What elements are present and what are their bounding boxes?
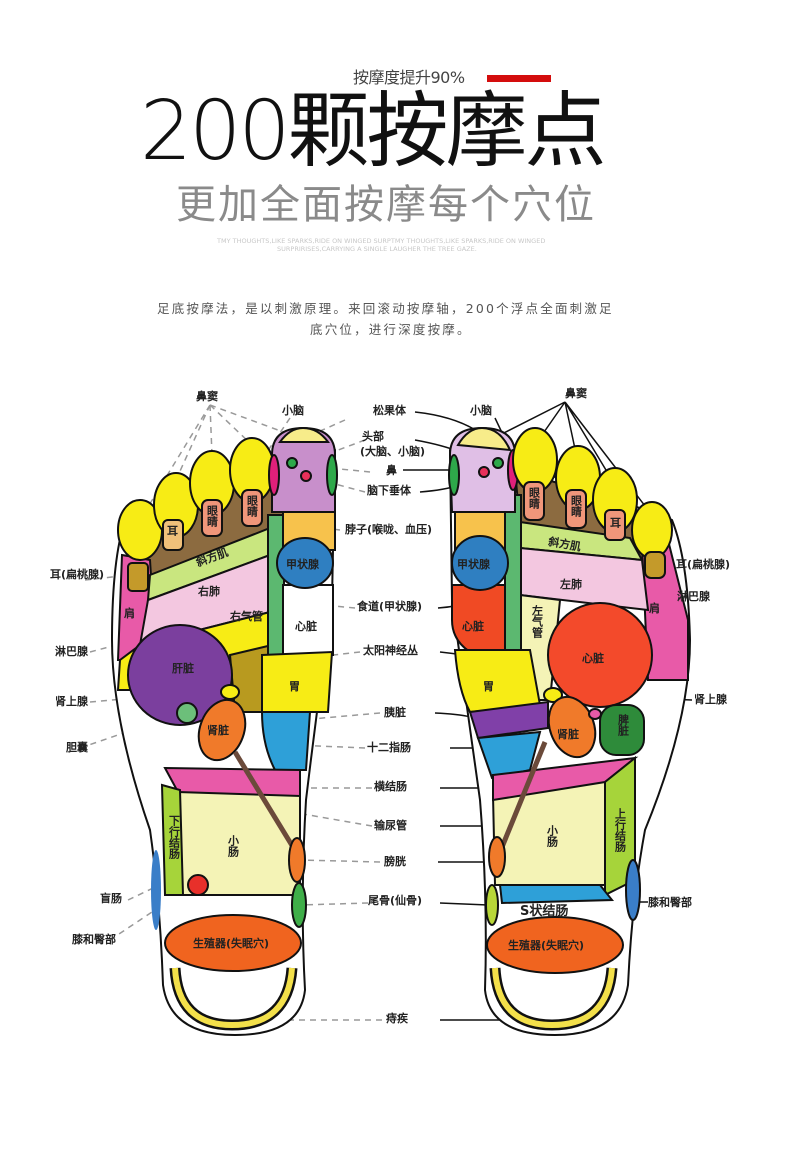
left-caecum-label: 盲肠 xyxy=(100,891,122,905)
hemorrhoids-label: 痔疾 xyxy=(386,1011,408,1025)
right-reproductive-label: 生殖器(失眠穴) xyxy=(508,938,584,952)
right-eye-label: 眼睛 xyxy=(570,495,583,518)
solar-plexus-label: 太阳神经丛 xyxy=(362,643,418,657)
neck-label: 脖子(喉咙、血压) xyxy=(344,522,432,536)
left-trachea-label: 右气管 xyxy=(229,609,263,623)
head-label: 头部 xyxy=(362,429,384,443)
left-knee-hip-label: 膝和臀部 xyxy=(72,932,116,946)
right-stomach-label: 胃 xyxy=(483,680,494,693)
pancreas-label: 胰脏 xyxy=(383,705,406,719)
left-eye-label: 眼睛 xyxy=(206,505,219,528)
ureter-label: 输尿管 xyxy=(374,818,407,832)
right-cerebellum-label: 小脑 xyxy=(469,403,492,417)
left-liver-label: 肝脏 xyxy=(172,661,194,675)
right-eye-label: 眼睛 xyxy=(528,487,541,510)
nose-label: 鼻 xyxy=(386,463,397,477)
right-trachea-label: 左气管 xyxy=(531,604,545,639)
left-thyroid-label: 甲状腺 xyxy=(286,557,320,571)
right-adrenal-label: 肾上腺 xyxy=(694,692,728,706)
right-lung-label: 左肺 xyxy=(559,577,582,591)
right-sigmoid-colon-label: S状结肠 xyxy=(520,903,568,919)
right-kidney-label: 肾脏 xyxy=(557,727,579,741)
left-cerebellum-label: 小脑 xyxy=(281,403,304,417)
left-shoulder-label: 肩 xyxy=(124,606,135,620)
left-reproductive-label: 生殖器(失眠穴) xyxy=(193,936,269,950)
left-sinus-label: 鼻窦 xyxy=(196,389,218,403)
right-knee-hip-label: 膝和臀部 xyxy=(648,895,692,909)
left-kidney-label: 肾脏 xyxy=(207,723,229,737)
left-foot xyxy=(110,426,338,1037)
right-heart-label: 心脏 xyxy=(582,651,604,665)
pituitary-label: 脑下垂体 xyxy=(367,483,412,497)
right-foot xyxy=(448,426,692,1037)
left-lymph-label: 淋巴腺 xyxy=(55,644,89,658)
page-subtitle: 更加全面按摩每个穴位 xyxy=(176,182,596,228)
right-shoulder-label: 肩 xyxy=(649,601,660,615)
right-ear-tonsil-label: 耳(扁桃腺) xyxy=(676,557,730,571)
description-text: 底穴位，进行深度按摩。 xyxy=(310,322,472,337)
left-adrenal-label: 肾上腺 xyxy=(55,694,89,708)
transverse-colon-label: 横结肠 xyxy=(374,779,407,793)
description-text: 足底按摩法，是以刺激原理。来回滚动按摩轴，200个浮点全面刺激足 xyxy=(157,301,614,316)
coccyx-label: 尾骨(仙骨) xyxy=(367,893,422,907)
pineal-label: 松果体 xyxy=(373,403,407,417)
bladder-label: 膀胱 xyxy=(383,854,406,868)
left-stomach-label: 胃 xyxy=(289,680,300,693)
right-spleen-label: 脾脏 xyxy=(617,713,630,737)
left-heart-label: 心脏 xyxy=(295,619,317,633)
tagline: 按摩度提升90% xyxy=(353,68,465,87)
right-thyroid-label: 甲状腺 xyxy=(457,557,491,571)
duodenum-label: 十二指肠 xyxy=(367,740,411,754)
right-heart-small-label: 心脏 xyxy=(462,619,484,633)
right-sinus-label: 鼻窦 xyxy=(565,386,587,400)
right-ear-label: 耳 xyxy=(609,517,622,529)
accent-bar xyxy=(487,75,551,82)
left-lung-label: 右肺 xyxy=(197,584,220,598)
left-gallbladder-label: 胆囊 xyxy=(66,740,89,754)
left-colon-label: 下行结肠 xyxy=(168,815,182,860)
left-small-intestine-label: 小肠 xyxy=(227,834,241,858)
right-trapezius-label: 斜方肌 xyxy=(546,534,582,554)
head-detail-label: (大脑、小脑) xyxy=(360,444,425,458)
right-small-intestine-label: 小肠 xyxy=(546,824,560,848)
decorative-english-text: TMY THOUGHTS,LIKE SPARKS,RIDE ON WINGED … xyxy=(217,237,546,245)
left-eye-label: 眼睛 xyxy=(246,495,259,518)
left-ear-label: 耳 xyxy=(166,525,179,537)
left-ear-tonsil-label: 耳(扁桃腺) xyxy=(50,567,104,581)
right-colon-label: 上行结肠 xyxy=(614,807,628,853)
decorative-english-text: SURPRIRISES,CARRYING A SINGLE LAUGHER TH… xyxy=(277,245,477,253)
right-lymph-label: 淋巴腺 xyxy=(677,589,711,603)
esophagus-label: 食道(甲状腺) xyxy=(357,599,422,613)
page-title: 200颗按摩点 xyxy=(140,84,607,179)
